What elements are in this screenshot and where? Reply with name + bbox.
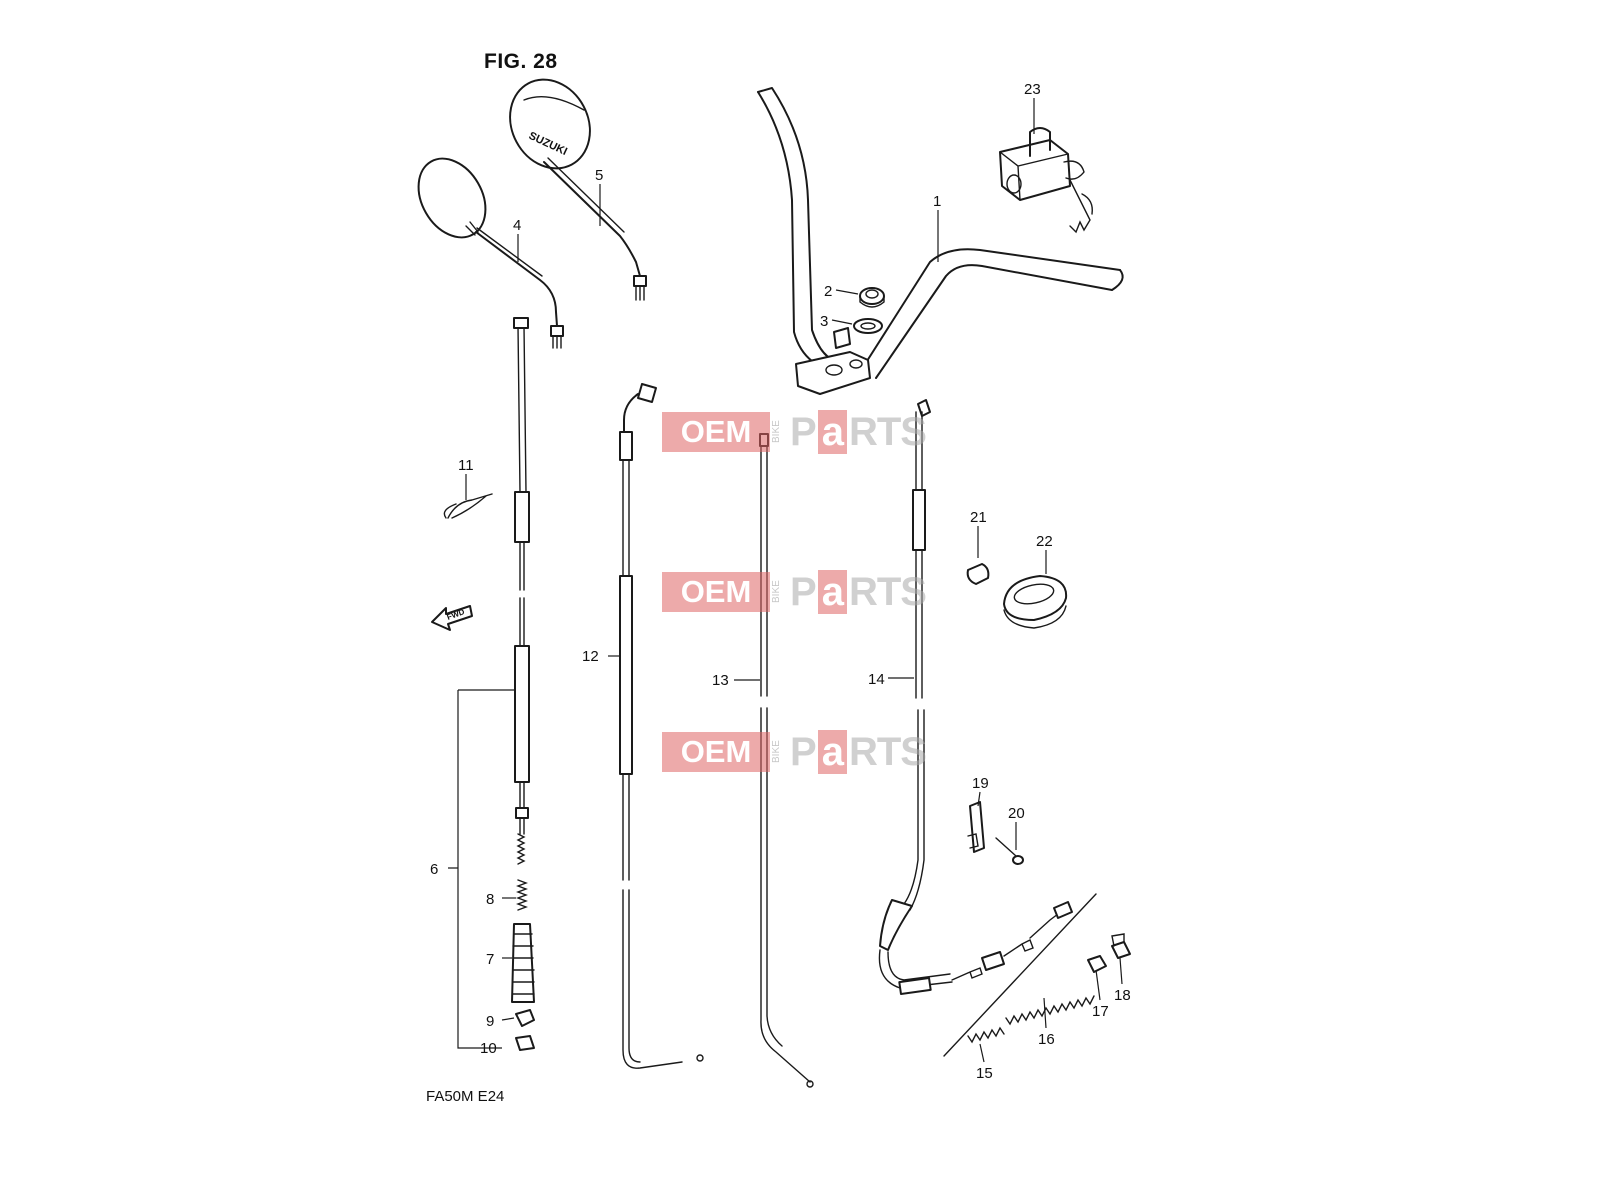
callout-16: 16 bbox=[1038, 1031, 1055, 1048]
callout-13: 13 bbox=[712, 672, 729, 689]
callout-8: 8 bbox=[486, 891, 494, 908]
cable-clip-11 bbox=[443, 493, 493, 519]
callout-11: 11 bbox=[458, 457, 474, 474]
clamp-21 bbox=[966, 563, 990, 585]
callouts: 1 2 3 4 5 6 7 8 9 10 11 12 13 14 15 16 1… bbox=[430, 81, 1131, 1082]
spring-15 bbox=[967, 1026, 1005, 1044]
callout-2: 2 bbox=[824, 283, 832, 300]
callout-17: 17 bbox=[1092, 1003, 1109, 1020]
callout-19: 19 bbox=[972, 775, 989, 792]
callout-15: 15 bbox=[976, 1065, 993, 1082]
watermark-parts-pre: P bbox=[790, 730, 817, 774]
watermark-oem: OEM bbox=[662, 732, 770, 772]
callout-20: 20 bbox=[1008, 805, 1025, 822]
watermark-oem: OEM bbox=[662, 572, 770, 612]
callout-14: 14 bbox=[868, 671, 885, 688]
watermark-parts-post: RTS bbox=[848, 410, 927, 454]
callout-4: 4 bbox=[513, 217, 521, 234]
callout-6: 6 bbox=[430, 861, 438, 878]
callout-21: 21 bbox=[970, 509, 987, 526]
callout-10: 10 bbox=[480, 1040, 497, 1057]
nut bbox=[859, 287, 885, 308]
watermark-oem: OEM bbox=[662, 412, 770, 452]
forward-arrow: FWD bbox=[431, 605, 473, 631]
washer bbox=[853, 318, 883, 334]
cable-assembly-6 bbox=[513, 317, 530, 865]
mirror-left bbox=[417, 157, 564, 349]
model-code: FA50M E24 bbox=[426, 1088, 505, 1105]
nut-10 bbox=[515, 1035, 535, 1051]
spring-16 bbox=[1005, 995, 1095, 1026]
callout-1: 1 bbox=[933, 193, 941, 210]
rubber-boot-7 bbox=[511, 923, 535, 1003]
watermark-parts-post: RTS bbox=[848, 730, 927, 774]
callout-22: 22 bbox=[1036, 533, 1053, 550]
assembly-guide-line bbox=[943, 893, 1097, 1057]
handlebar bbox=[757, 87, 1124, 395]
callout-12: 12 bbox=[582, 648, 599, 665]
cable-end-17 bbox=[1087, 955, 1107, 973]
watermark-bike: BIKE bbox=[771, 740, 782, 764]
watermark-parts-pre: P bbox=[790, 570, 817, 614]
callout-9: 9 bbox=[486, 1013, 494, 1030]
cable-12 bbox=[619, 383, 704, 1069]
cable-14 bbox=[878, 399, 1073, 996]
screw-20 bbox=[995, 837, 1024, 865]
watermark-parts-a: a bbox=[817, 570, 847, 614]
callout-7: 7 bbox=[486, 951, 494, 968]
watermark-parts-a: a bbox=[817, 730, 847, 774]
grommet-22 bbox=[1003, 575, 1068, 629]
mirror-right: SUZUKI bbox=[509, 78, 647, 301]
callout-3: 3 bbox=[820, 313, 828, 330]
lock-with-keys bbox=[999, 127, 1093, 234]
callout-5: 5 bbox=[595, 167, 603, 184]
bracket-19 bbox=[967, 801, 985, 853]
callout-18: 18 bbox=[1114, 987, 1131, 1004]
leader-lines bbox=[448, 98, 1123, 1063]
watermark-parts-a: a bbox=[817, 410, 847, 454]
cable-end-18 bbox=[1111, 933, 1131, 959]
figure-title: FIG. 28 bbox=[484, 50, 558, 73]
watermark-bike: BIKE bbox=[771, 580, 782, 604]
callout-23: 23 bbox=[1024, 81, 1041, 98]
watermark-bike: BIKE bbox=[771, 420, 782, 444]
adjuster-9 bbox=[515, 1009, 535, 1027]
spring-8 bbox=[516, 879, 528, 911]
watermark-parts-pre: P bbox=[790, 410, 817, 454]
watermark-parts-post: RTS bbox=[848, 570, 927, 614]
